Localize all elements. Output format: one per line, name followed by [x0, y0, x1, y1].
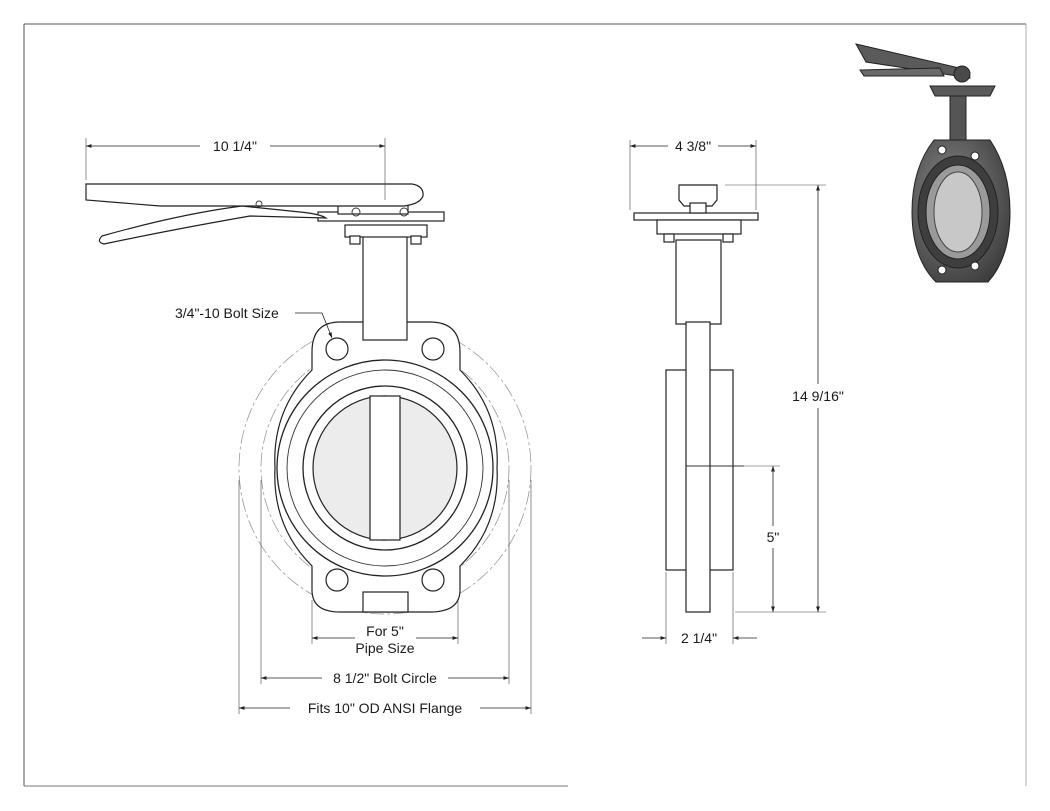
isometric-view: [855, 43, 1011, 283]
front-view: [85, 183, 532, 615]
dim-flange-fit: Fits 10" OD ANSI Flange: [308, 700, 463, 716]
dim-top-plate-width: 4 3/8": [675, 138, 711, 154]
nut: [349, 235, 361, 245]
handle-trigger: [98, 205, 329, 245]
flange-od-phantom: [238, 321, 532, 615]
nut: [722, 233, 734, 243]
body-ring-outer: [276, 359, 494, 577]
dim-pipe-size-line1: For 5": [366, 623, 404, 639]
bolt-hole: [325, 337, 349, 361]
sheet-border: [23, 23, 1027, 787]
dim-center-height: 5": [767, 529, 780, 545]
top-plate: [344, 224, 428, 238]
disc-stem: [369, 395, 401, 541]
side-neck: [675, 239, 722, 325]
dim-bolt-size: 3/4"-10 Bolt Size: [175, 305, 279, 321]
handle-lever: [85, 183, 424, 207]
side-stem-cap: [678, 184, 718, 207]
nut: [410, 235, 422, 245]
dim-bolt-circle: 8 1/2" Bolt Circle: [333, 670, 437, 686]
side-top-block: [656, 219, 742, 235]
dim-handle-length: 10 1/4": [213, 138, 257, 154]
dim-body-width: 2 1/4": [681, 630, 717, 646]
bolt-hole: [325, 568, 349, 592]
side-body: [685, 321, 711, 613]
dim-overall-height: 14 9/16": [792, 388, 844, 404]
side-view: [633, 184, 759, 613]
dimensions: 10 1/4" 3/4"-10 Bolt Size For 5" Pipe Si…: [85, 138, 844, 716]
seat-ring: [302, 385, 468, 551]
nut: [663, 233, 675, 243]
side-top-plate: [633, 212, 759, 221]
bottom-boss: [362, 591, 409, 613]
bolt-hole: [421, 568, 445, 592]
dim-pipe-size-line2: Pipe Size: [355, 640, 414, 656]
bolt-hole: [421, 337, 445, 361]
stem-neck: [362, 235, 408, 341]
